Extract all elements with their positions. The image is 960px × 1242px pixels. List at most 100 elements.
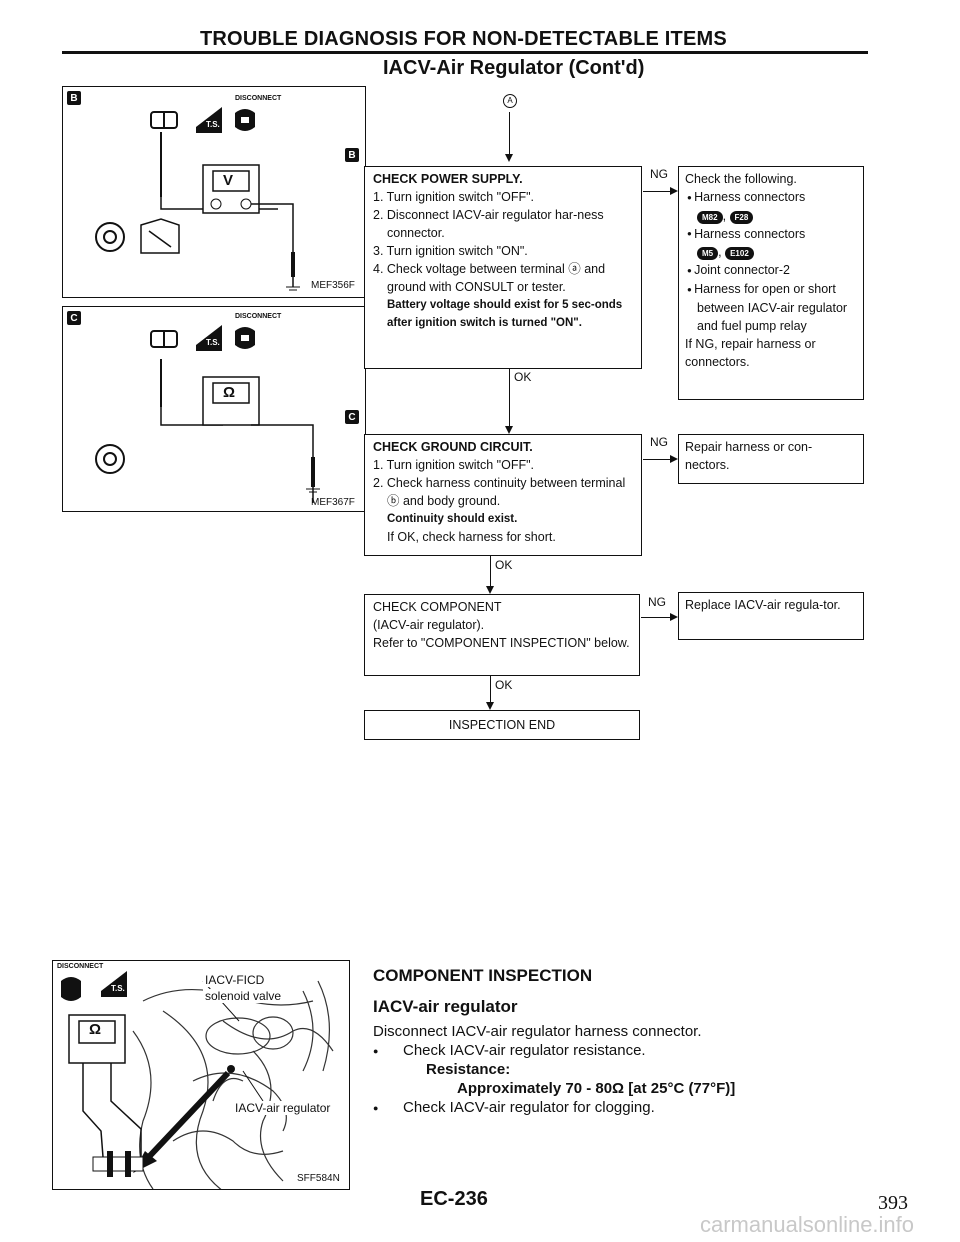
arrow-right-icon [670,613,678,621]
step1-ng-label: NG [650,167,668,181]
disconnect-label: DISCONNECT [235,95,282,102]
connector-badge: E102 [725,247,754,261]
step1-note: Battery voltage should exist for 5 sec-o… [387,299,623,329]
connector-badge: M5 [697,247,719,261]
component-text: Disconnect IACV-air regulator harness co… [373,1023,702,1040]
step2-ng-box: Repair harness or con-nectors. [678,434,864,484]
callout-regulator: IACV-air regulator [233,1101,333,1115]
engine-icon [140,218,180,254]
connector-line [643,459,670,460]
ts-icon [196,325,222,351]
step1-line-1: 1. Turn ignition switch "OFF". [373,190,535,204]
step2-line-2: 2. Check harness continuity between term… [373,476,626,508]
arrow-right-icon [670,455,678,463]
step3-line-1: (IACV-air regulator). [373,618,485,632]
ts-label: T.S. [111,984,125,993]
ng-item: Harness for open or short between IACV-a… [685,280,855,335]
step2-heading: CHECK GROUND CIRCUIT. [373,440,533,454]
ohmmeter-icon [68,1014,126,1064]
step1-heading: CHECK POWER SUPPLY. [373,172,523,186]
ng-connectors: M82, F28 [685,207,855,225]
connector-badge: F28 [729,210,754,224]
entry-marker: A [503,94,517,108]
component-photo [61,971,334,1189]
ts-icon [101,971,127,997]
meter-label: Ω [223,384,236,401]
step2-extra: If OK, check harness for short. [387,530,556,544]
step1-ng-box: Check the following. Harness connectors … [678,166,864,400]
step3-box: CHECK COMPONENT (IACV-air regulator). Re… [364,594,640,676]
ts-label: T.S. [206,338,220,347]
ng-checklist: Harness connectors M82, F28 Harness conn… [685,188,855,335]
ohmmeter-icon [202,376,260,426]
connector-icon [150,111,178,129]
page-code: EC-236 [420,1188,488,1210]
resistance-label: Resistance: [426,1061,511,1078]
figure-b: B DISCONNECT V T.S. MEF356F [62,86,366,298]
meter-label: V [223,172,234,189]
inspection-end-text: INSPECTION END [448,718,556,732]
arrow-down-icon [505,154,513,162]
arrow-right-icon [670,187,678,195]
figure-code: MEF356F [311,280,355,291]
ng-intro: Check the following. [685,172,797,186]
connector-line [490,676,491,702]
figure-code: MEF367F [311,497,355,508]
disconnect-hand-icon [235,109,255,131]
disconnect-label: DISCONNECT [57,963,104,970]
callout-ficd-2: solenoid valve [203,989,284,1003]
figure-c: C DISCONNECT Ω T.S. MEF367F [62,306,366,512]
ng-action: Repair harness or con-nectors. [685,440,813,472]
resistance-value: Approximately 70 - 80Ω [at 25°C (77°F)] [457,1080,736,1097]
callout-ficd: IACV-FICD [203,973,267,987]
connector-line [643,191,670,192]
ts-label: T.S. [206,120,220,129]
connector-line [509,112,510,154]
component-figure: DISCONNECT Ω T.S. IACV-FICD solenoid val… [52,960,350,1190]
step1-box: CHECK POWER SUPPLY. 1. Turn ignition swi… [364,166,642,369]
component-bullet: Check IACV-air regulator resistance. [373,1041,646,1061]
step3-ok-label: OK [495,678,513,692]
component-heading: COMPONENT INSPECTION [373,966,593,985]
step2-label: C [345,410,359,424]
step1-line-3: 3. Turn ignition switch "ON". [373,244,528,258]
sheet-number: 393 [878,1192,908,1214]
inspection-end-box: INSPECTION END [364,710,640,740]
component-subheading: IACV-air regulator [373,997,518,1016]
component-bullet: Check IACV-air regulator for clogging. [373,1098,655,1118]
step2-ng-label: NG [650,435,668,449]
disconnect-hand-icon [61,977,81,1001]
figure-c-label: C [67,311,81,325]
step1-line-2: 2. Disconnect IACV-air regulator har-nes… [373,208,604,240]
figure-code: SFF584N [297,1173,340,1184]
step1-line-4: 4. Check voltage between terminal ⓐ and … [373,262,606,294]
step2-note: Continuity should exist. [387,513,518,525]
ng-item: Harness connectors [685,188,855,207]
ng-action: Replace IACV-air regula-tor. [685,598,841,612]
arrow-down-icon [486,702,494,710]
step3-heading: CHECK COMPONENT [373,600,502,614]
ignition-off-icon [95,444,125,474]
connector-line [509,369,510,426]
step3-ng-box: Replace IACV-air regula-tor. [678,592,864,640]
step3-ng-label: NG [648,595,666,609]
step1-label: B [345,148,359,162]
step2-box: CHECK GROUND CIRCUIT. 1. Turn ignition s… [364,434,642,556]
ng-connectors: M5, E102 [685,243,855,261]
connector-icon [150,330,178,348]
figure-b-diagram [95,107,300,291]
figure-c-diagram [95,325,320,503]
step2-ok-label: OK [495,558,513,572]
meter-label: Ω [89,1021,102,1038]
step2-line-1: 1. Turn ignition switch "OFF". [373,458,535,472]
ng-outro: If NG, repair harness or connectors. [685,336,816,369]
connector-line [641,617,670,618]
ts-icon [196,107,222,133]
ng-item: Joint connector-2 [685,261,855,280]
arrow-down-icon [505,426,513,434]
figure-b-label: B [67,91,81,105]
step1-ok-label: OK [514,370,532,384]
connector-line [490,556,491,586]
step3-line-2: Refer to "COMPONENT INSPECTION" below. [373,636,630,650]
component-bullet-text: Check IACV-air regulator resistance. [403,1042,646,1059]
